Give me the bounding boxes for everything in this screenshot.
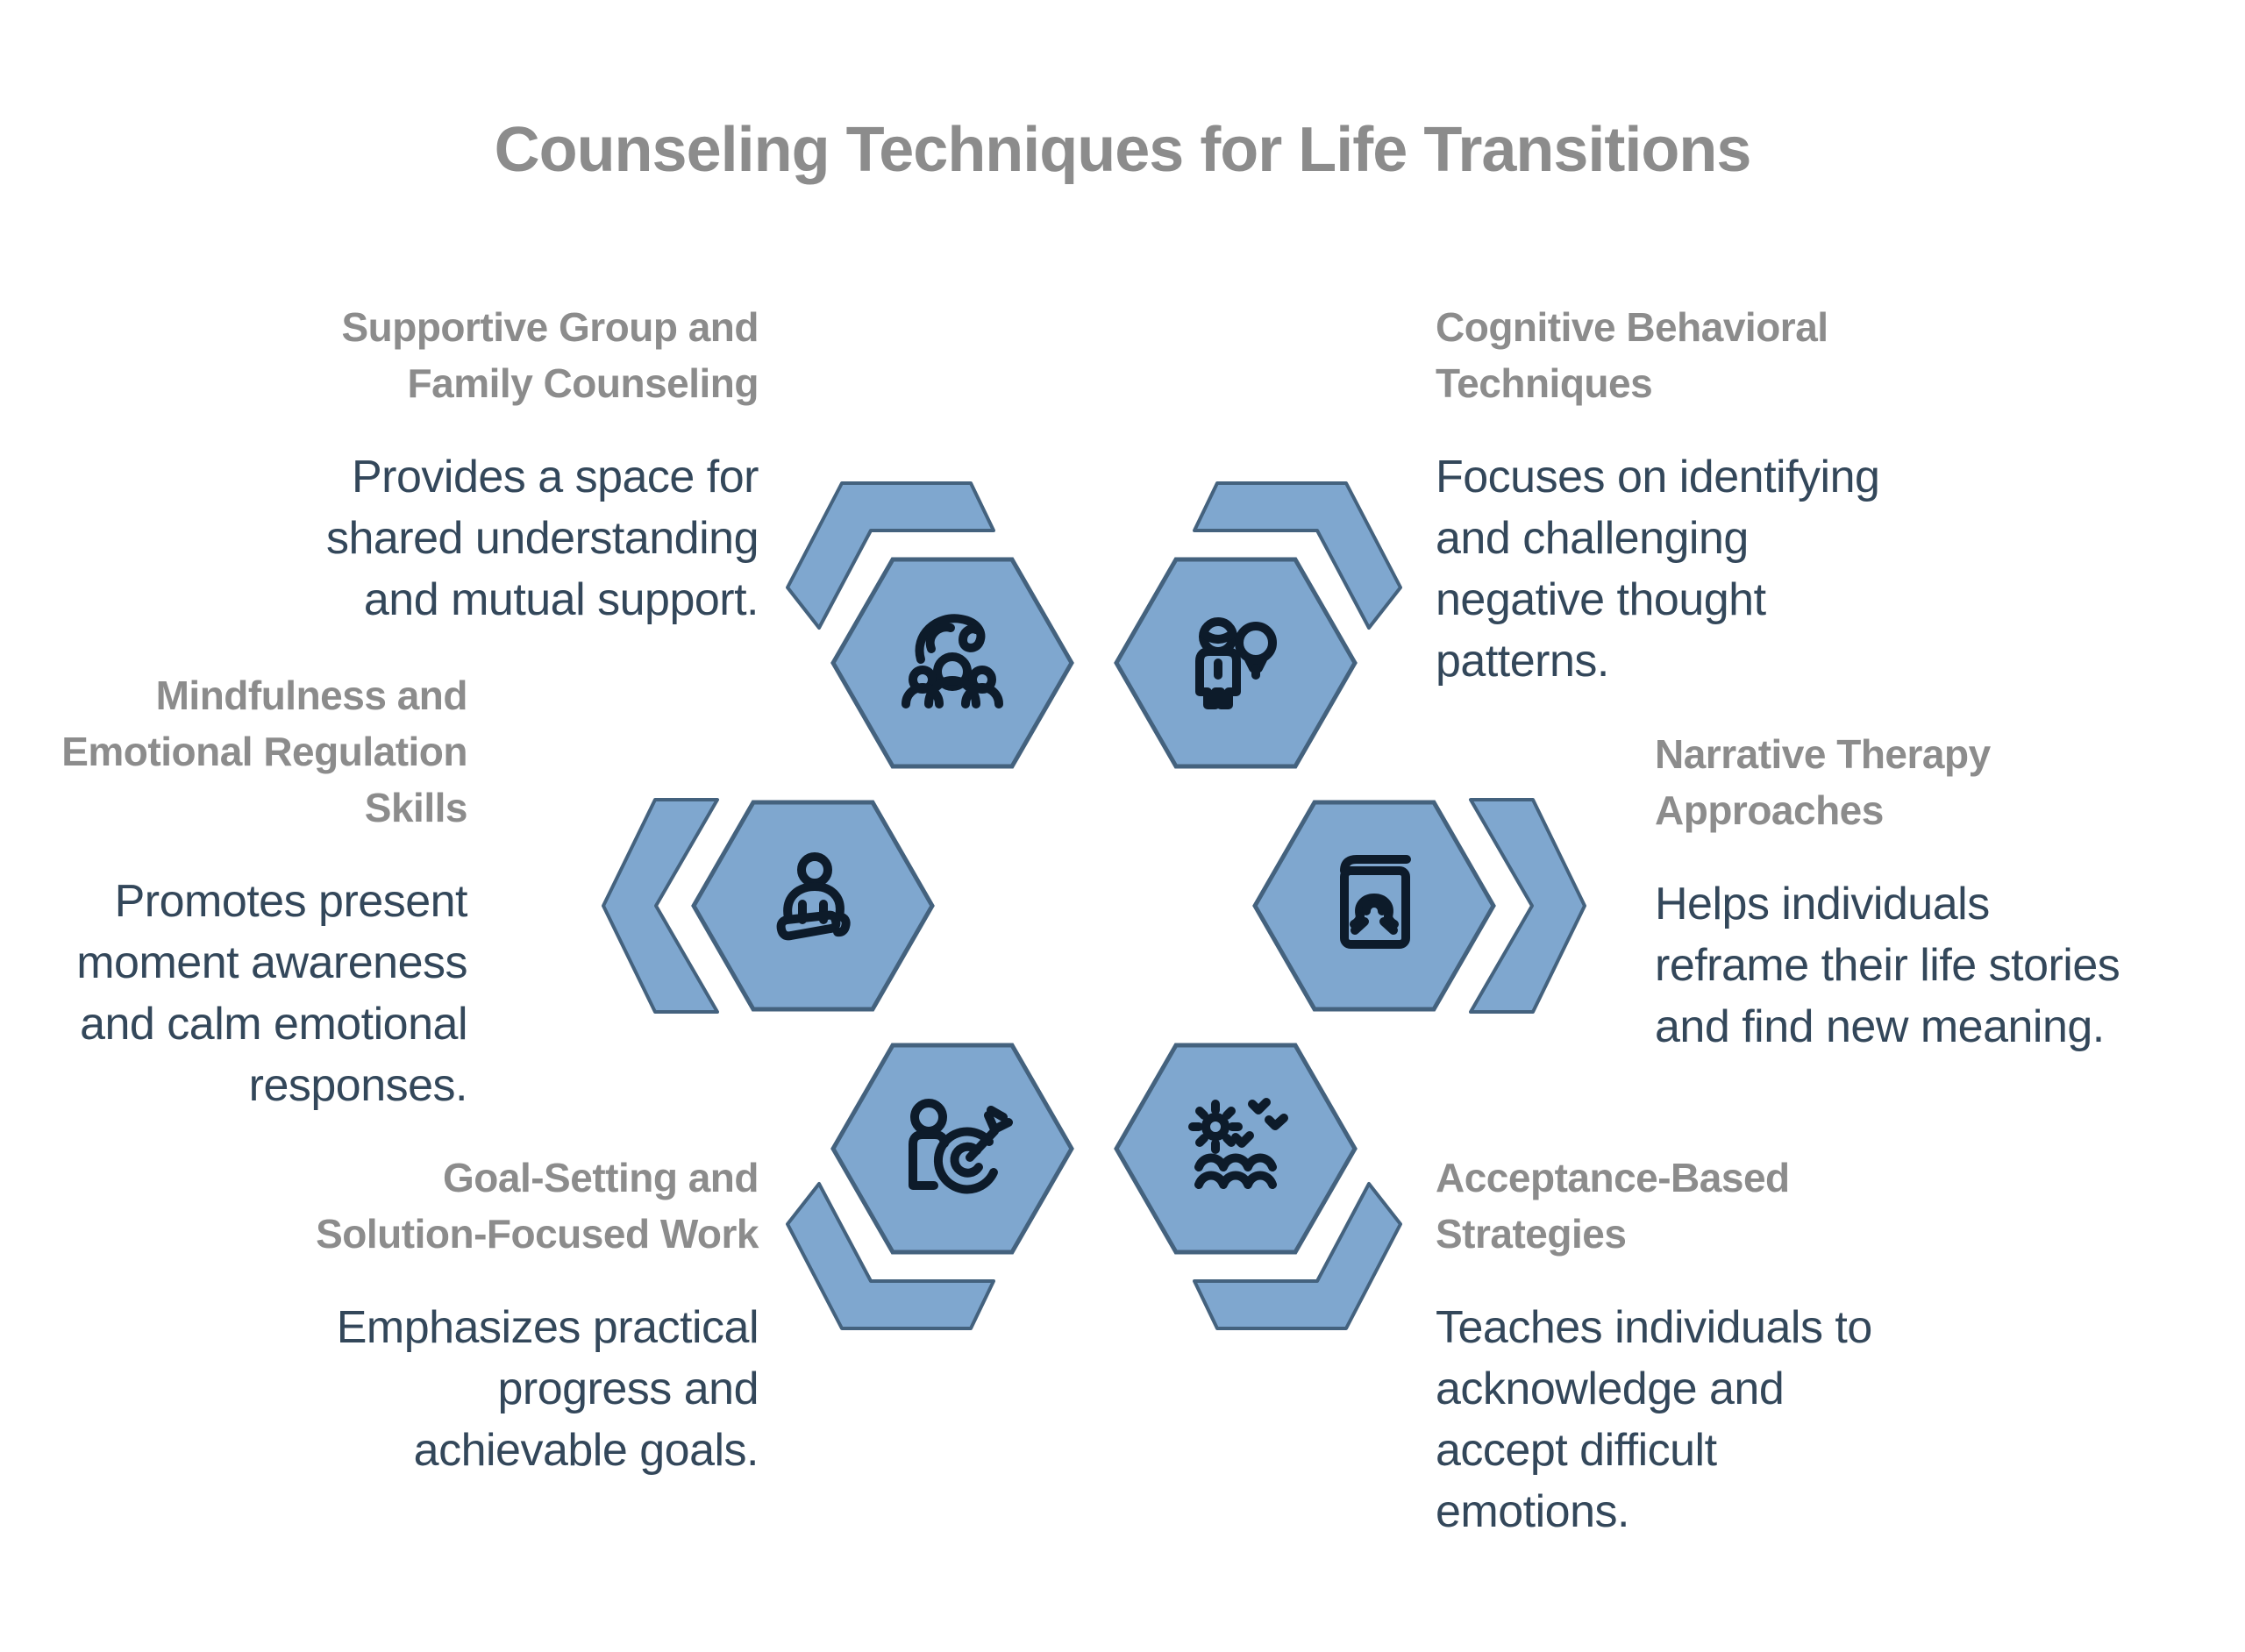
item-heading: Acceptance-Based Strategies — [1436, 1155, 1790, 1257]
band-bottom-left — [786, 1182, 995, 1330]
item-body: Teaches individuals to acknowledge and a… — [1436, 1302, 1872, 1537]
person-target-arrow-icon — [909, 1099, 1013, 1194]
hexagon-supportive-group — [830, 557, 1074, 769]
person-thought-balloon-icon — [1195, 617, 1277, 709]
page-title: Counseling Techniques for Life Transitio… — [494, 115, 1752, 185]
item-body: Focuses on identifying and challenging n… — [1436, 452, 1880, 687]
item-acceptance-based: Acceptance-Based Strategies Teaches indi… — [1436, 1150, 2049, 1542]
hexagon-goal-setting — [830, 1043, 1074, 1255]
sun-birds-waves-icon — [1188, 1098, 1288, 1189]
item-supportive-group: Supportive Group and Family Counseling P… — [145, 299, 759, 630]
item-heading: Supportive Group and Family Counseling — [341, 304, 759, 406]
item-mindfulness: Mindfulness and Emotional Regulation Ski… — [11, 667, 467, 1116]
item-heading: Cognitive Behavioral Techniques — [1436, 304, 1828, 406]
item-body: Emphasizes practical progress and achiev… — [336, 1302, 759, 1476]
item-heading: Goal-Setting and Solution-Focused Work — [316, 1155, 759, 1257]
item-body: Promotes present moment awareness and ca… — [76, 876, 467, 1111]
storybook-portrait-icon — [1340, 855, 1411, 949]
item-body: Helps individuals reframe their life sto… — [1655, 879, 2120, 1052]
band-top-left — [786, 481, 995, 630]
hexagon-ring-diagram — [602, 481, 1586, 1330]
hexagon-acceptance-based — [1114, 1043, 1358, 1255]
hand-over-group-icon — [902, 614, 1003, 709]
meditation-person-icon — [776, 852, 851, 941]
item-goal-setting: Goal-Setting and Solution-Focused Work E… — [145, 1150, 759, 1481]
item-body: Provides a space for shared understandin… — [325, 452, 759, 625]
item-cognitive-behavioral: Cognitive Behavioral Techniques Focuses … — [1436, 299, 2049, 692]
band-top-right — [1193, 481, 1402, 630]
item-heading: Narrative Therapy Approaches — [1655, 731, 1991, 833]
item-heading: Mindfulness and Emotional Regulation Ski… — [61, 673, 467, 830]
band-bottom-right — [1193, 1182, 1402, 1330]
item-narrative-therapy: Narrative Therapy Approaches Helps indiv… — [1655, 726, 2216, 1057]
chevron-left-icon — [602, 798, 719, 1014]
hexagon-mindfulness — [691, 800, 935, 1012]
chevron-right-icon — [1469, 798, 1586, 1014]
